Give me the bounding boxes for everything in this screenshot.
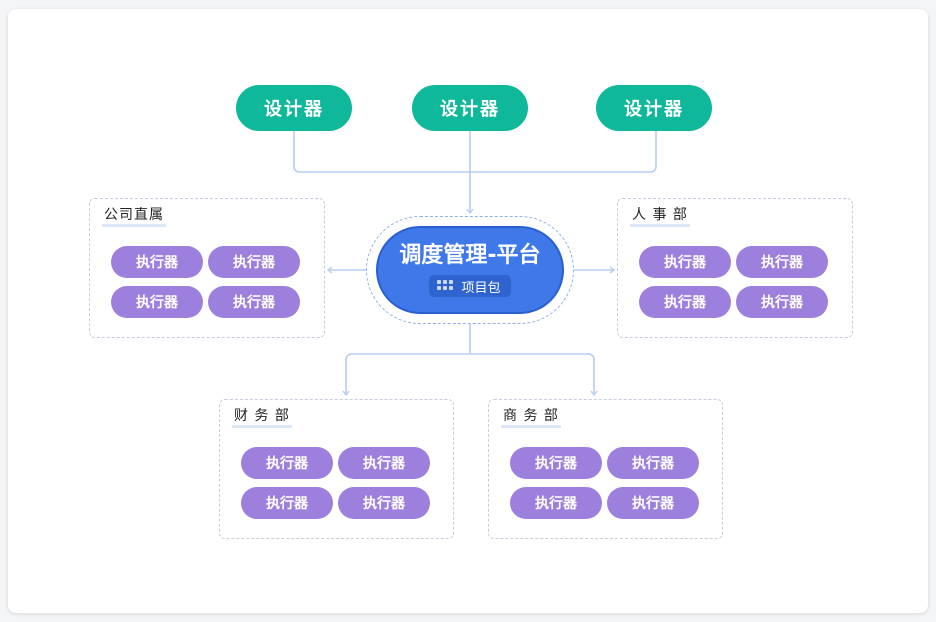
executor-node[interactable]: 执行器	[639, 246, 731, 278]
executor-node[interactable]: 执行器	[208, 286, 300, 318]
department-finance: 财 务 部 执行器 执行器 执行器 执行器	[219, 399, 454, 539]
department-title: 公司直属	[102, 207, 166, 227]
grid-icon	[437, 280, 455, 292]
executor-node[interactable]: 执行器	[338, 447, 430, 479]
department-title: 人 事 部	[630, 207, 690, 227]
center-node-halo	[366, 216, 574, 324]
department-company-direct: 公司直属 执行器 执行器 执行器 执行器	[89, 198, 325, 338]
executor-node[interactable]: 执行器	[241, 447, 333, 479]
executor-node[interactable]: 执行器	[736, 286, 828, 318]
designer-node-2[interactable]: 设计器	[412, 85, 528, 131]
executor-node[interactable]: 执行器	[208, 246, 300, 278]
department-title: 商 务 部	[501, 408, 561, 428]
designer-node-3[interactable]: 设计器	[596, 85, 712, 131]
executor-node[interactable]: 执行器	[111, 246, 203, 278]
designer-node-1[interactable]: 设计器	[236, 85, 352, 131]
project-package-chip[interactable]: 项目包	[429, 275, 511, 297]
executor-node[interactable]: 执行器	[241, 487, 333, 519]
department-title: 财 务 部	[232, 408, 292, 428]
scheduling-platform-node[interactable]: 调度管理-平台 项目包	[376, 226, 564, 314]
executor-node[interactable]: 执行器	[510, 487, 602, 519]
executor-node[interactable]: 执行器	[607, 487, 699, 519]
platform-title: 调度管理-平台	[399, 243, 541, 268]
executor-node[interactable]: 执行器	[607, 447, 699, 479]
executor-node[interactable]: 执行器	[338, 487, 430, 519]
department-business: 商 务 部 执行器 执行器 执行器 执行器	[488, 399, 723, 539]
executor-node[interactable]: 执行器	[111, 286, 203, 318]
executor-node[interactable]: 执行器	[736, 246, 828, 278]
executor-node[interactable]: 执行器	[639, 286, 731, 318]
project-package-label: 项目包	[461, 280, 501, 296]
department-hr: 人 事 部 执行器 执行器 执行器 执行器	[617, 198, 853, 338]
executor-node[interactable]: 执行器	[510, 447, 602, 479]
